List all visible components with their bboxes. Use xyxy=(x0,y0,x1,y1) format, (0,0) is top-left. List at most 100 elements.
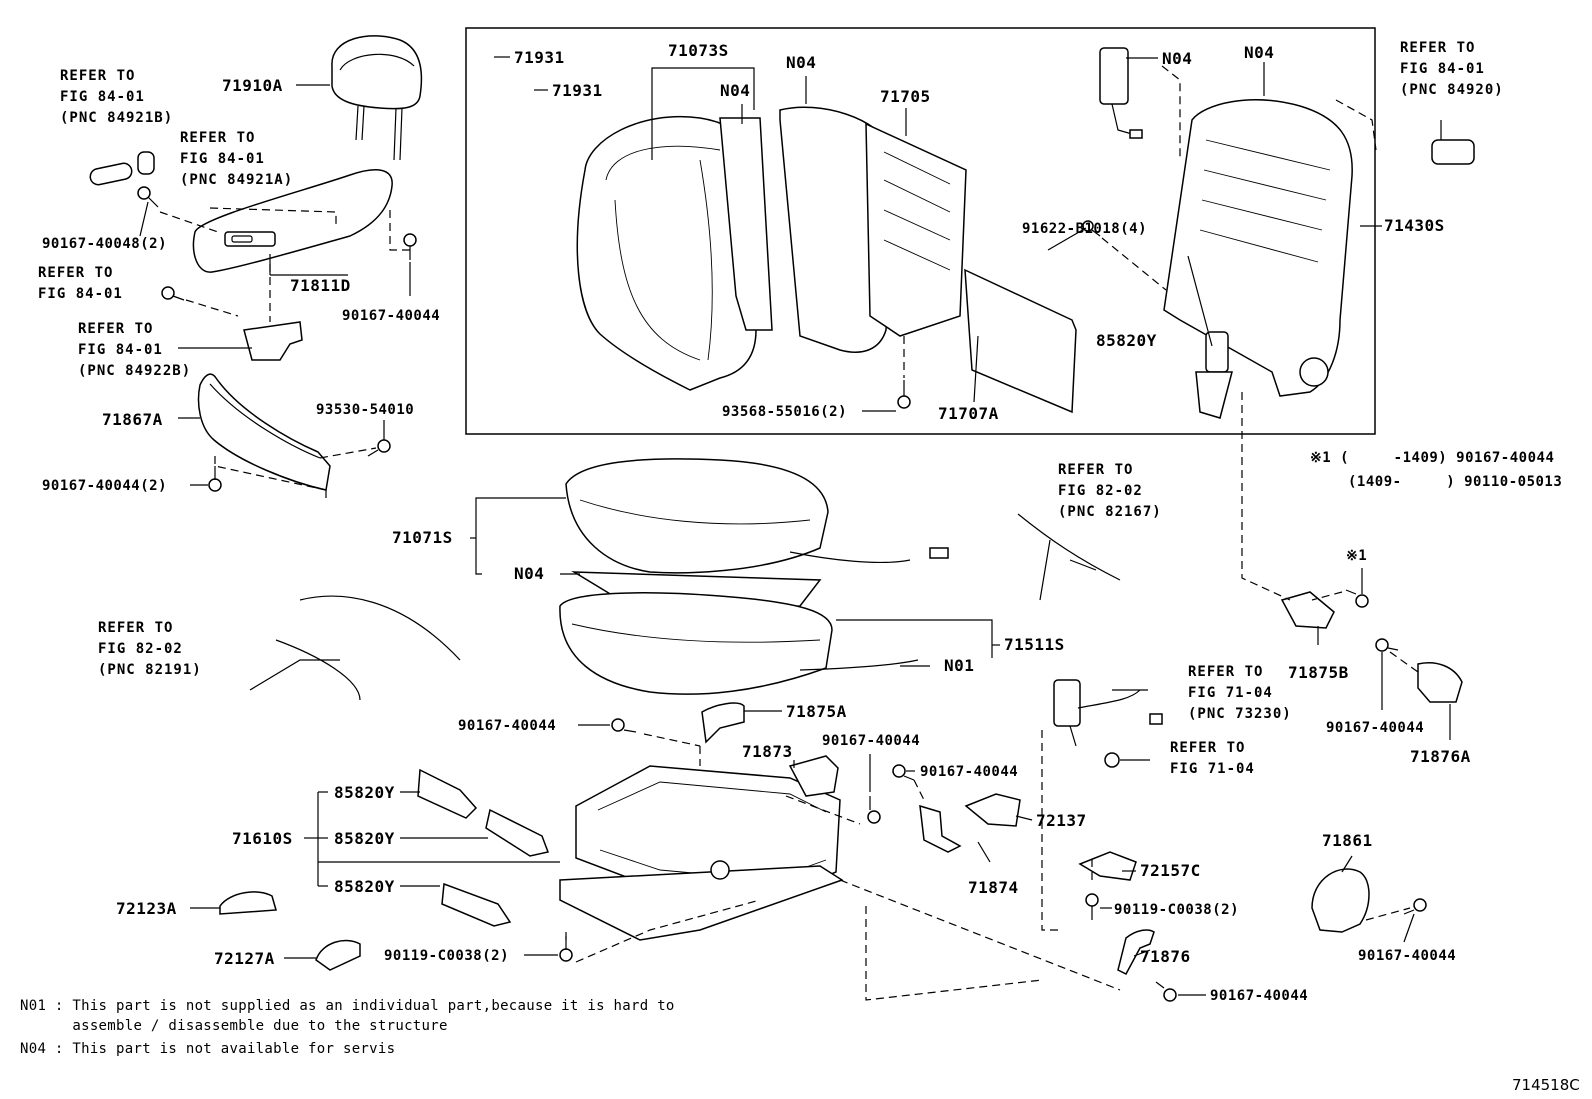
note-n04: N04 : This part is not available for ser… xyxy=(20,1041,395,1057)
label-71876: 71876 xyxy=(1140,947,1191,966)
svg-text:REFER TO: REFER TO xyxy=(1058,462,1133,478)
label-85820y-2: 85820Y xyxy=(334,829,395,848)
adjuster-motor-part xyxy=(417,768,478,819)
heater-wire-part xyxy=(789,547,949,671)
label-85820y-1: 85820Y xyxy=(334,783,395,802)
cover-part xyxy=(315,939,361,971)
seatback-board-part xyxy=(964,268,1077,414)
label-90167-40044-g: 90167-40044 xyxy=(1358,948,1456,964)
svg-text:REFER TO: REFER TO xyxy=(1400,40,1475,56)
svg-text:FIG 71-04: FIG 71-04 xyxy=(1188,685,1273,701)
label-71073s: 71073S xyxy=(668,41,729,60)
label-71873: 71873 xyxy=(742,742,793,761)
label-90167-40044-f: 90167-40044 xyxy=(1326,720,1424,736)
refer-block-82191: REFER TO FIG 82-02 (PNC 82191) xyxy=(98,620,202,678)
bolt-part xyxy=(897,380,911,409)
label-71511s: 71511S xyxy=(1004,635,1065,654)
label-93530-54010: 93530-54010 xyxy=(316,402,414,418)
svg-text:FIG 82-02: FIG 82-02 xyxy=(1058,483,1143,499)
label-71707a: 71707A xyxy=(938,404,999,423)
bracket-part xyxy=(919,804,962,853)
svg-text:(PNC 82191): (PNC 82191) xyxy=(98,662,202,678)
label-71610s: 71610S xyxy=(232,829,293,848)
svg-text:(PNC 82167): (PNC 82167) xyxy=(1058,504,1162,520)
harness-part xyxy=(1017,513,1121,601)
switch-bracket-part xyxy=(243,321,303,361)
label-91622-b1018-4: 91622-B1018(4) xyxy=(1022,221,1147,237)
bracket-part xyxy=(964,793,1021,827)
screw-part xyxy=(611,718,637,733)
svg-text:FIG 84-01: FIG 84-01 xyxy=(78,342,163,358)
refer-block-84921b: REFER TO FIG 84-01 (PNC 84921B) xyxy=(60,68,173,126)
svg-text:REFER TO: REFER TO xyxy=(180,130,255,146)
harness-part xyxy=(249,595,461,701)
star-note: ※1 ( -1409) 90167-40044 (1409- ) 90110-0… xyxy=(1310,450,1562,490)
label-72127a: 72127A xyxy=(214,949,275,968)
refer-to-blocks: REFER TO FIG 84-01 (PNC 84921B) REFER TO… xyxy=(38,40,1503,777)
label-71705: 71705 xyxy=(880,87,931,106)
label-71430s: 71430S xyxy=(1384,216,1445,235)
label-71811d: 71811D xyxy=(290,276,351,295)
svg-text:REFER TO: REFER TO xyxy=(1188,664,1263,680)
adjuster-motor-part xyxy=(485,808,550,857)
screw-part xyxy=(403,233,417,260)
label-72157c: 72157C xyxy=(1140,861,1201,880)
screw-part xyxy=(1375,638,1399,652)
side-shield-part xyxy=(192,169,393,273)
cover-part xyxy=(219,891,277,915)
label-85820y-3: 85820Y xyxy=(334,877,395,896)
label-90167-40044-a: 90167-40044 xyxy=(342,308,440,324)
seatback-cover-part xyxy=(576,116,763,391)
cover-part xyxy=(1311,868,1370,933)
screw-part xyxy=(1403,898,1427,915)
dashed-lines xyxy=(159,65,1419,1001)
seatback-pad-part xyxy=(719,106,967,353)
note-n01-line1: N01 : This part is not supplied as an in… xyxy=(20,998,675,1014)
label-n01: N01 xyxy=(944,656,974,675)
screw-part xyxy=(161,286,185,301)
cover-part xyxy=(1417,662,1463,703)
part-drawings xyxy=(89,35,1475,1002)
svg-text:FIG 84-01: FIG 84-01 xyxy=(1400,61,1485,77)
label-n04-cover: N04 xyxy=(720,81,750,100)
leader-lines xyxy=(139,56,1451,996)
recliner-motor-part xyxy=(1195,331,1233,419)
bracket-part xyxy=(701,702,745,744)
label-90167-40044-d: 90167-40044 xyxy=(920,764,1018,780)
label-n04-pad: N04 xyxy=(786,53,816,72)
svg-text:FIG 71-04: FIG 71-04 xyxy=(1170,761,1255,777)
switch-knob-part xyxy=(89,162,133,186)
label-star1: ※1 xyxy=(1346,548,1367,564)
refer-block-82167: REFER TO FIG 82-02 (PNC 82167) xyxy=(1058,462,1162,520)
svg-text:REFER TO: REFER TO xyxy=(98,620,173,636)
switch-knob-part xyxy=(137,151,155,175)
adjuster-motor-part xyxy=(441,882,512,927)
svg-text:REFER TO: REFER TO xyxy=(78,321,153,337)
label-71875b: 71875B xyxy=(1288,663,1349,682)
svg-text:(PNC 84921B): (PNC 84921B) xyxy=(60,110,173,126)
label-n04-airbag: N04 xyxy=(1162,49,1192,68)
lower-shield-part xyxy=(197,373,331,491)
screw-part xyxy=(1155,981,1177,1002)
label-90119-c0038-b: 90119-C0038(2) xyxy=(1114,902,1239,918)
screw-part xyxy=(1345,589,1369,608)
seat-adjuster-part xyxy=(559,765,844,941)
label-93568-55016-2: 93568-55016(2) xyxy=(722,404,847,420)
seat-cushion-cover-part xyxy=(565,458,829,574)
side-airbag-part xyxy=(1099,47,1143,139)
label-71875a: 71875A xyxy=(786,702,847,721)
label-71931-top: 71931 xyxy=(514,48,565,67)
label-71874: 71874 xyxy=(968,878,1019,897)
label-90167-40044-e: 90167-40044 xyxy=(1210,988,1308,1004)
headrest-part xyxy=(331,35,423,161)
refer-block-84-01: REFER TO FIG 84-01 xyxy=(38,265,122,302)
bolt-part xyxy=(867,796,881,824)
screw-part xyxy=(892,764,915,781)
svg-text:※1 ( -1409) 90167-40044: ※1 ( -1409) 90167-40044 xyxy=(1310,450,1554,466)
label-90167-40044-c: 90167-40044 xyxy=(822,733,920,749)
label-71861: 71861 xyxy=(1322,831,1373,850)
seatback-frame-part xyxy=(1163,99,1353,397)
label-n04-seat: N04 xyxy=(514,564,544,583)
svg-text:FIG 82-02: FIG 82-02 xyxy=(98,641,183,657)
